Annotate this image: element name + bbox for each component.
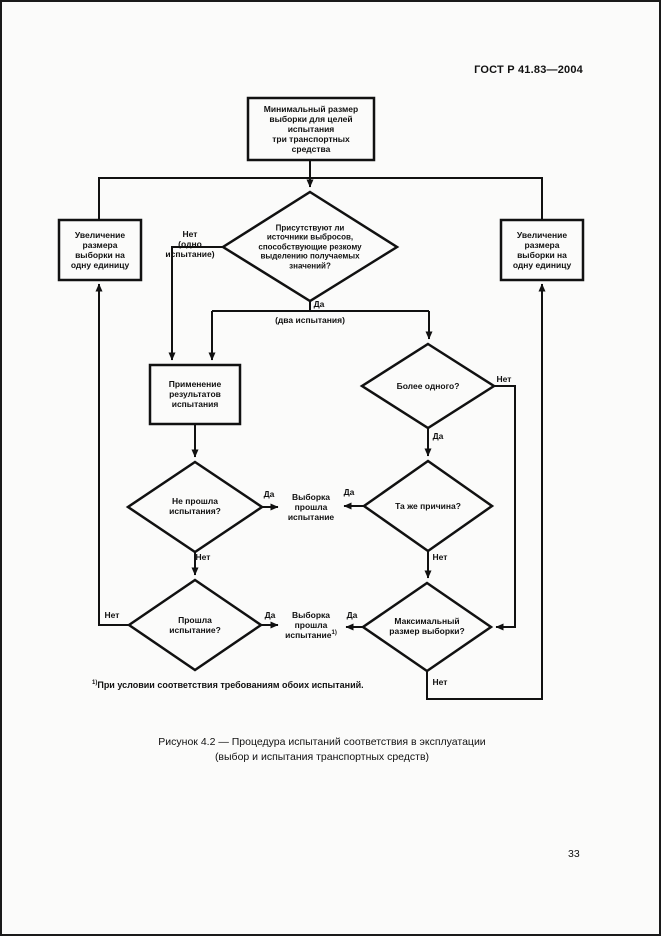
increase-sample-left-shape xyxy=(57,218,143,282)
edge-label-no-max: Нет xyxy=(432,676,448,687)
edge-label-no-more: Нет xyxy=(496,373,512,384)
edge-label-two-tests: (два испытания) xyxy=(275,314,345,325)
connector-max-no-loop xyxy=(426,283,546,700)
decision-failed-shape xyxy=(125,460,265,554)
decision-max-sample-text: Максимальный размер выборки? xyxy=(389,615,465,636)
decision-failed-text: Не прошла испытания? xyxy=(169,495,221,516)
connector-more-no xyxy=(494,385,516,631)
page-number: 33 xyxy=(568,848,580,860)
decision-max-sample-shape xyxy=(360,581,494,673)
decision-same-cause-text: Та же причина? xyxy=(395,500,461,511)
edge-label-yes-passed: Да xyxy=(264,609,276,620)
increase-sample-right-shape xyxy=(499,218,585,282)
edge-label-no-failed: Нет xyxy=(195,551,211,562)
apply-results-text: Применение результатов испытания xyxy=(168,378,222,410)
footnote: 1)При условии соответствия требованиям о… xyxy=(92,680,364,690)
outcome-sample-passed-2-text: Выборка прошла испытание xyxy=(285,609,332,641)
figure-caption-line2: (выбор и испытания транспортных средств) xyxy=(214,751,430,763)
decision-more-than-one-shape xyxy=(359,342,497,430)
increase-sample-left-text: Увеличение размера выборки на одну едини… xyxy=(70,229,130,271)
apply-results-shape xyxy=(148,363,242,426)
decision-passed-text: Прошла испытание? xyxy=(169,614,221,635)
outcome-sample-passed-1: Выборка прошла испытание xyxy=(287,491,335,523)
edge-label-no-same-cause: Нет xyxy=(432,551,448,562)
connector-top-rail xyxy=(98,177,543,220)
edge-label-no-one-test: Нет (одно испытание) xyxy=(165,228,215,260)
footnote-ref: 1) xyxy=(331,630,337,637)
decision-sources-text: Присутствуют ли источники выбросов, спос… xyxy=(258,223,362,271)
document-header: ГОСТ Р 41.83—2004 xyxy=(474,64,583,76)
edge-label-no-passed: Нет xyxy=(104,609,120,620)
edge-label-yes-max: Да xyxy=(346,609,358,620)
edge-label-yes-same-cause: Да xyxy=(343,486,355,497)
start-box-text: Минимальный размер выборки для целей исп… xyxy=(263,103,359,155)
connector-passed-no-loop xyxy=(95,283,129,626)
decision-same-cause-shape xyxy=(361,459,495,553)
increase-sample-right-text: Увеличение размера выборки на одну едини… xyxy=(512,229,572,271)
edge-label-yes-more: Да xyxy=(432,430,444,441)
footnote-text: При условии соответствия требованиям обо… xyxy=(97,680,364,690)
decision-sources-shape xyxy=(220,190,400,303)
edge-label-yes-top: Да xyxy=(313,298,325,309)
figure-caption-line1: Рисунок 4.2 — Процедура испытаний соотве… xyxy=(158,736,486,748)
footnote-marker: 1) xyxy=(92,680,98,686)
start-box-shape xyxy=(246,96,376,162)
edge-label-yes-failed: Да xyxy=(263,488,275,499)
outcome-sample-passed-2: Выборка прошла испытание1) xyxy=(285,610,337,640)
decision-passed-shape xyxy=(126,578,264,672)
decision-more-than-one-text: Более одного? xyxy=(396,380,460,391)
connector-no-one-test xyxy=(168,246,223,361)
figure-caption: Рисунок 4.2 — Процедура испытаний соотве… xyxy=(2,735,642,765)
